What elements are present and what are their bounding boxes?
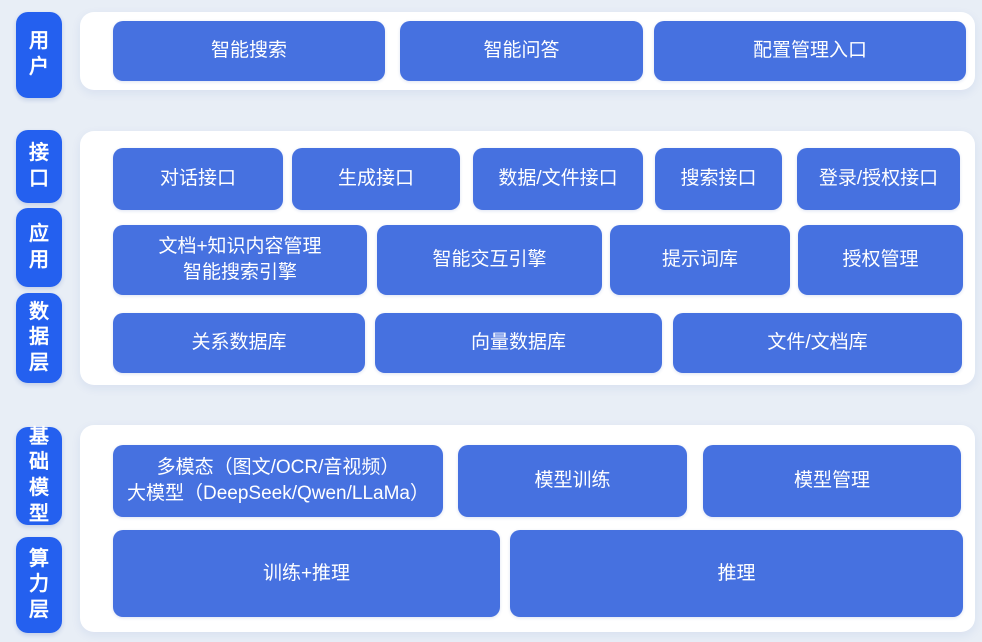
box-multimodal-llm-label: 多模态（图文/OCR/音视频） 大模型（DeepSeek/Qwen/LLaMa）	[126, 457, 429, 504]
layer-label-data: 数据层	[16, 293, 62, 383]
box-generation-api-label: 生成接口	[337, 168, 414, 190]
panel-user-layer: 智能搜索 智能问答 配置管理入口	[80, 12, 975, 90]
layer-label-compute-text: 算力层	[29, 547, 49, 621]
box-doc-knowledge-mgmt-label: 文档+知识内容管理 智能搜索引擎	[158, 236, 322, 283]
box-vector-db: 向量数据库	[375, 313, 662, 373]
box-file-doc-store: 文件/文档库	[673, 313, 962, 373]
box-training-inference: 训练+推理	[113, 530, 500, 617]
box-auth-mgmt-label: 授权管理	[842, 249, 919, 271]
layer-label-foundation-model-text: 基础模型	[29, 425, 49, 525]
panel-interface-application-data: 对话接口 生成接口 数据/文件接口 搜索接口 登录/授权接口 文档+知识内容管理…	[80, 131, 975, 385]
box-smart-qa-label: 智能问答	[483, 40, 560, 62]
box-search-api-label: 搜索接口	[680, 168, 757, 190]
box-dialog-api: 对话接口	[113, 148, 283, 210]
layer-label-user: 用户	[16, 12, 62, 98]
box-data-file-api: 数据/文件接口	[473, 148, 643, 210]
box-doc-knowledge-mgmt: 文档+知识内容管理 智能搜索引擎	[113, 225, 367, 295]
layer-label-foundation-model: 基础模型	[16, 425, 62, 525]
layer-label-application: 应用	[16, 208, 62, 287]
box-inference-label: 推理	[717, 562, 756, 584]
box-relational-db: 关系数据库	[113, 313, 365, 373]
box-prompt-library-label: 提示词库	[661, 249, 738, 271]
layer-label-compute: 算力层	[16, 537, 62, 633]
box-interactive-engine-label: 智能交互引擎	[432, 249, 547, 271]
box-interactive-engine: 智能交互引擎	[377, 225, 602, 295]
panel-model-compute: 多模态（图文/OCR/音视频） 大模型（DeepSeek/Qwen/LLaMa）…	[80, 425, 975, 632]
layer-label-data-text: 数据层	[29, 300, 49, 374]
box-login-auth-api-label: 登录/授权接口	[818, 168, 939, 190]
layer-label-interface: 接口	[16, 130, 62, 203]
box-data-file-api-label: 数据/文件接口	[498, 168, 618, 190]
box-model-mgmt-label: 模型管理	[793, 470, 870, 492]
box-config-entry-label: 配置管理入口	[752, 40, 867, 62]
box-multimodal-llm: 多模态（图文/OCR/音视频） 大模型（DeepSeek/Qwen/LLaMa）	[113, 445, 443, 517]
box-file-doc-store-label: 文件/文档库	[767, 332, 868, 354]
layer-label-interface-text: 接口	[29, 141, 49, 190]
layer-label-user-text: 用户	[29, 30, 49, 78]
box-smart-qa: 智能问答	[400, 21, 643, 81]
box-relational-db-label: 关系数据库	[191, 332, 287, 354]
box-vector-db-label: 向量数据库	[470, 332, 566, 354]
box-login-auth-api: 登录/授权接口	[797, 148, 960, 210]
box-model-training: 模型训练	[458, 445, 687, 517]
box-search-api: 搜索接口	[655, 148, 782, 210]
layer-label-application-text: 应用	[29, 222, 49, 271]
box-auth-mgmt: 授权管理	[798, 225, 963, 295]
box-inference: 推理	[510, 530, 963, 617]
box-model-mgmt: 模型管理	[703, 445, 961, 517]
box-smart-search-label: 智能搜索	[210, 40, 287, 62]
box-config-entry: 配置管理入口	[654, 21, 966, 81]
box-model-training-label: 模型训练	[534, 470, 611, 492]
box-prompt-library: 提示词库	[610, 225, 790, 295]
box-training-inference-label: 训练+推理	[262, 562, 351, 584]
box-generation-api: 生成接口	[292, 148, 460, 210]
box-smart-search: 智能搜索	[113, 21, 385, 81]
box-dialog-api-label: 对话接口	[159, 168, 236, 190]
